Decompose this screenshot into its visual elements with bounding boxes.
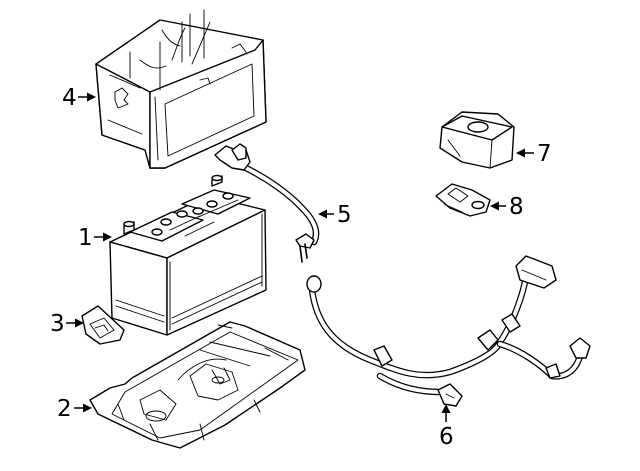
callout-leaders xyxy=(66,92,534,422)
callout-3: 3 xyxy=(50,311,65,337)
insulator-box-part xyxy=(95,9,267,169)
positive-cable-part xyxy=(306,255,591,407)
callout-4: 4 xyxy=(62,85,77,111)
battery-part xyxy=(109,174,267,336)
terminal-clamp-part xyxy=(435,183,491,217)
terminal-cover-part xyxy=(439,111,515,169)
callout-2: 2 xyxy=(57,396,72,422)
negative-cable-part xyxy=(214,143,320,263)
hold-down-clamp-part xyxy=(81,305,125,345)
callout-7: 7 xyxy=(537,141,552,167)
callout-6: 6 xyxy=(439,424,454,450)
callout-1: 1 xyxy=(78,225,93,251)
callout-8: 8 xyxy=(509,194,524,220)
callout-5: 5 xyxy=(337,202,352,228)
battery-tray-part xyxy=(89,321,306,449)
